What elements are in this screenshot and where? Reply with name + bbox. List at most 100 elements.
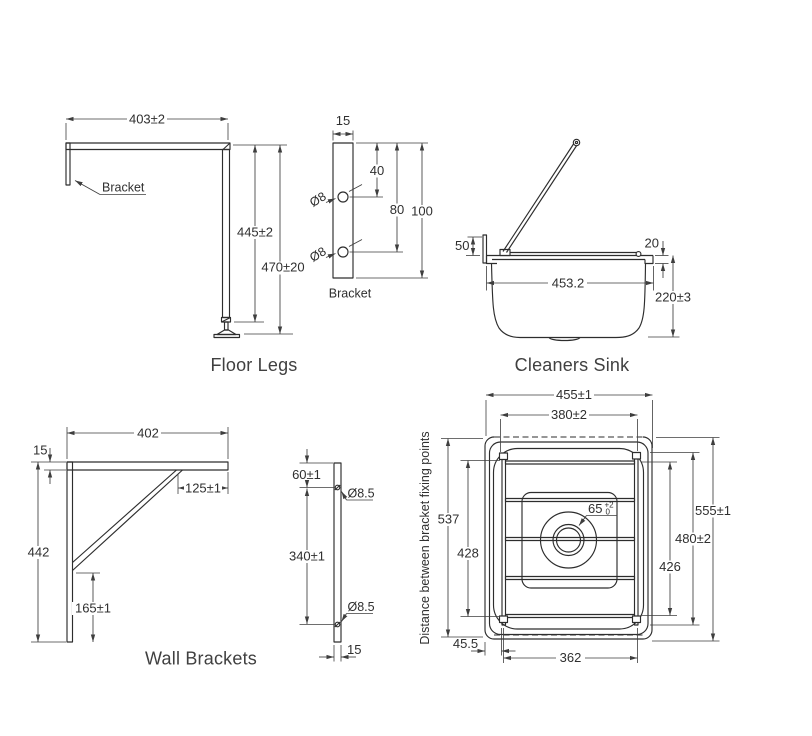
hole-leader-tail xyxy=(348,184,363,192)
dim-hole-spacing: 340±1 xyxy=(289,549,325,564)
bracket-detail-label: Bracket xyxy=(329,287,372,301)
grate-bar xyxy=(504,575,636,581)
rim-left-lip xyxy=(485,255,497,265)
cleaners-sink-plan-view: 65 +2 0 455±1 380±2 537 428 426 480±2 55… xyxy=(418,387,733,665)
bracket-arm xyxy=(66,461,229,471)
dim-rim-ref-height: 537 xyxy=(438,512,460,527)
wall-brackets-title: Wall Brackets xyxy=(145,649,257,669)
hole-dia-label: Ø8.5 xyxy=(348,487,375,501)
bowl-opening xyxy=(492,447,645,630)
grate-raised-bar xyxy=(502,142,575,252)
floor-legs-title: Floor Legs xyxy=(210,355,297,375)
dim-fixing-distance: 428 xyxy=(457,546,479,561)
bracket-fixing-tab xyxy=(498,615,509,624)
drain-tol-upper: +2 xyxy=(605,501,615,510)
dim-height: 442 xyxy=(28,545,50,560)
dim-brace-offset: 125±1 xyxy=(185,481,221,496)
hole-dia-label: Ø8 xyxy=(307,189,329,210)
dim-overall-height: 470±20 xyxy=(261,260,304,275)
hole-leader-line xyxy=(341,613,348,622)
fixing-points-axis-label: Distance between bracket fixing points xyxy=(418,431,432,644)
dim-rim-width: 455±1 xyxy=(556,387,592,402)
dim-grate-inner-height: 426 xyxy=(659,559,681,574)
grate-hinge-block xyxy=(499,248,511,257)
wall-bracket-side-view: 60±1 340±1 Ø8.5 Ø8.5 15 xyxy=(287,449,375,662)
dim-plate-height: 100 xyxy=(411,204,433,219)
dim-plate-thickness: 15 xyxy=(347,642,361,657)
bracket-fixing-tab xyxy=(631,615,642,624)
dim-lip-height: 20 xyxy=(645,236,659,251)
drain-ring xyxy=(552,523,585,557)
bowl-flat-bottom xyxy=(521,491,618,589)
dim-lower-offset: 165±1 xyxy=(75,601,111,616)
grate-handle-knob-center xyxy=(574,140,579,145)
grate-hinge-pin xyxy=(635,251,642,257)
grate-bar xyxy=(504,497,636,503)
dim-hole2-offset: 80 xyxy=(390,202,404,217)
drain-dia-label: 65 xyxy=(588,501,602,516)
foot-collar-hatch xyxy=(221,316,231,323)
foot-base xyxy=(213,333,241,339)
dim-bowl-width: 453.2 xyxy=(552,276,585,291)
plate-outline xyxy=(333,462,342,643)
leg-vertical-tube xyxy=(221,148,231,319)
grate-bar xyxy=(504,613,636,619)
hole-leader-line xyxy=(325,198,336,204)
dim-top-hole-offset: 60±1 xyxy=(292,467,321,482)
hole-dia-label: Ø8.5 xyxy=(348,600,375,614)
grate-handle-knob xyxy=(572,138,581,147)
dim-rail-spacing: 362 xyxy=(560,650,582,665)
foot-flare xyxy=(216,329,237,336)
bracket-fixing-tab xyxy=(498,452,509,461)
dim-width: 403±2 xyxy=(129,112,165,127)
bowl-profile xyxy=(490,263,647,339)
dim-leg-height: 445±2 xyxy=(237,225,273,240)
drain-leader-line xyxy=(578,515,587,526)
drain-hole xyxy=(555,527,582,553)
bracket-fixing-tab xyxy=(631,451,642,460)
dim-edge-to-rail: 45.5 xyxy=(453,636,478,651)
hole-leader-line xyxy=(341,491,348,501)
leg-top-bar xyxy=(65,142,231,151)
bracket-brace xyxy=(72,469,183,571)
bracket-upright xyxy=(66,461,74,643)
bracket-leader-line xyxy=(74,180,101,195)
grate-rail-left xyxy=(501,455,507,626)
cleaners-sink-title: Cleaners Sink xyxy=(515,355,630,375)
drain-tol-lower: 0 xyxy=(606,508,611,517)
bracket-hole xyxy=(337,191,349,203)
drain-bump xyxy=(548,337,581,342)
bracket-callout-label: Bracket xyxy=(102,181,145,195)
foot-stem xyxy=(223,321,229,331)
plate-hole-slash xyxy=(334,621,341,628)
dim-bowl-width: 380±2 xyxy=(551,407,587,422)
bracket-hole xyxy=(337,246,349,258)
leg-bracket-detail-view: 15 Ø8 Ø8 40 80 100 Bracket xyxy=(307,113,434,301)
hole-dia-label: Ø8 xyxy=(307,244,329,265)
dim-hole1-offset: 40 xyxy=(370,163,384,178)
dim-rim-height: 555±1 xyxy=(695,503,731,518)
dim-plate-width: 15 xyxy=(336,113,350,128)
dim-bowl-height: 480±2 xyxy=(675,531,711,546)
cleaners-sink-side-view: 50 20 453.2 220±3 Cleaners Sink xyxy=(455,138,693,375)
bracket-plate-outline xyxy=(332,142,354,279)
dim-arm-thickness: 15 xyxy=(33,443,47,458)
grate-bar xyxy=(504,536,636,542)
rim-right-lip xyxy=(644,255,654,265)
plate-hole xyxy=(334,484,341,491)
grate-raised-bar xyxy=(506,143,579,253)
outer-rim-outline xyxy=(484,436,653,640)
rim-inner-edge xyxy=(488,441,649,636)
drain-recess xyxy=(539,511,598,569)
hole-leader-line xyxy=(325,253,336,259)
dim-upstand-height: 50 xyxy=(455,238,469,253)
plate-hole-slash xyxy=(334,484,341,491)
bracket-brace xyxy=(72,469,177,563)
leg-bracket-plate xyxy=(65,142,71,186)
wall-upstand xyxy=(482,234,488,264)
wall-bracket-view: 402 15 125±1 442 165±1 Wall Brackets xyxy=(25,426,257,669)
grate-rail-right xyxy=(633,455,639,626)
dim-bowl-depth: 220±3 xyxy=(655,290,691,305)
